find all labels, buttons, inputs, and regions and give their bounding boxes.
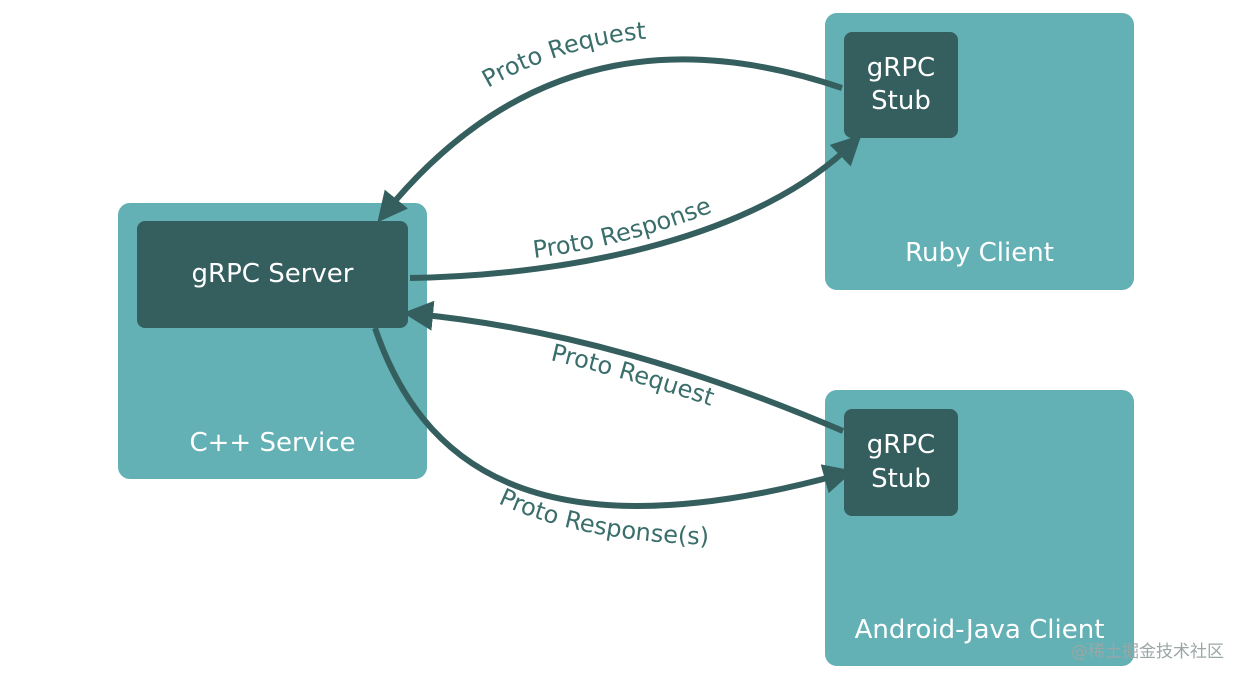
android-java-client-label: Android-Java Client [854, 615, 1105, 645]
android-stub-label-line1: gRPC [866, 430, 936, 461]
android-stub-label-line2: Stub [871, 463, 931, 494]
ruby-grpc-stub-box: gRPC Stub [844, 32, 958, 138]
android-request-arrow [403, 300, 845, 434]
grpc-server-label: gRPC Server [191, 258, 354, 289]
ruby-stub-label-line1: gRPC [866, 52, 936, 83]
android-response-arrow [372, 327, 854, 509]
android-response-label-text: Proto Response(s) [495, 483, 709, 551]
cpp-service-label: C++ Service [189, 428, 356, 458]
watermark: @稀土掘金技术社区 [1071, 642, 1224, 662]
ruby-response-arrow [409, 134, 862, 281]
ruby-stub-label-line2: Stub [871, 86, 931, 116]
ruby-client-label: Ruby Client [905, 238, 1054, 268]
android-grpc-stub-box: gRPC Stub [844, 409, 958, 516]
ruby-request-arrow [377, 56, 843, 223]
grpc-server-box: gRPC Server [137, 221, 408, 328]
android-response-label: Proto Response(s) [495, 483, 709, 551]
